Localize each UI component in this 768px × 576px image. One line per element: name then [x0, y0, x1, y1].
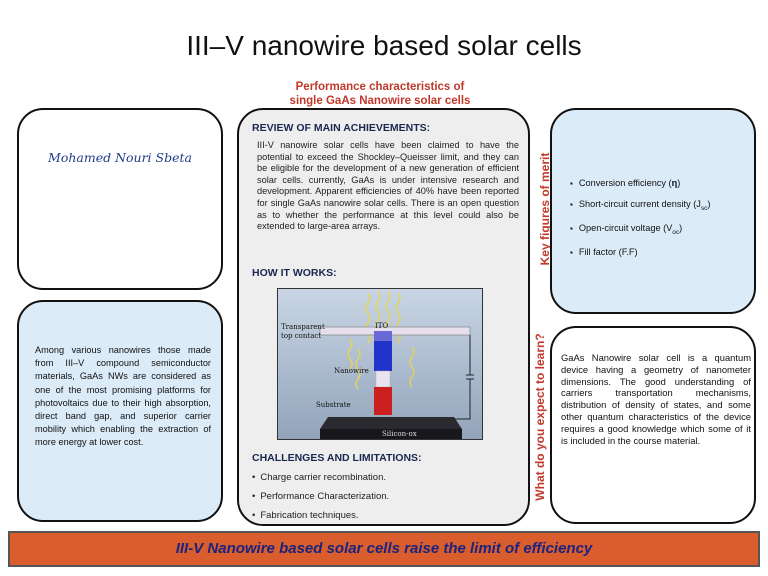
merit-subscript: oc: [672, 228, 680, 236]
nanowire-n-region: [374, 341, 392, 371]
list-item: Open-circuit voltage (Voc): [570, 223, 710, 236]
intro-panel: Among various nanowires those made from …: [17, 300, 223, 522]
merit-close: ): [679, 222, 683, 233]
page-title: III–V nanowire based solar cells: [186, 30, 582, 61]
review-heading: REVIEW OF MAIN ACHIEVEMENTS:: [252, 122, 431, 134]
review-text: III-V nanowire solar cells have been cla…: [257, 140, 519, 232]
merit-text: Conversion efficiency (: [578, 178, 672, 188]
list-item: Performance Characterization.: [252, 491, 522, 502]
silicon-label: Silicon-ox: [382, 430, 417, 438]
nanowire-label: Nanowire: [334, 367, 369, 375]
ito-cap: [374, 331, 392, 341]
list-item: Fabrication techniques.: [252, 510, 522, 521]
challenges-heading: CHALLENGES AND LIMITATIONS:: [252, 452, 422, 464]
merit-close: ): [707, 199, 711, 209]
silicon-base: [320, 429, 462, 439]
contact-label: Transparent top contact: [281, 323, 325, 340]
learn-side-label: What do you expect to learn?: [533, 333, 547, 501]
merit-symbol: η: [671, 178, 678, 188]
challenges-list: Charge carrier recombination. Performanc…: [252, 472, 522, 529]
merit-list: Conversion efficiency (η) Short-circuit …: [570, 178, 711, 268]
substrate-label: Substrate: [316, 401, 351, 409]
merit-panel: Conversion efficiency (η) Short-circuit …: [550, 108, 756, 314]
learn-text: GaAs Nanowire solar cell is a quantum de…: [561, 352, 751, 446]
merit-subscript: sc: [700, 204, 708, 212]
list-item: Short-circuit current density (Jsc): [570, 199, 711, 212]
learn-panel: GaAs Nanowire solar cell is a quantum de…: [550, 326, 756, 524]
list-item: Fill factor (F.F): [570, 247, 710, 257]
subtitle-line-1: Performance characteristics of: [295, 81, 465, 93]
main-content-panel: REVIEW OF MAIN ACHIEVEMENTS: III-V nanow…: [237, 108, 530, 526]
center-subtitle: Performance characteristics of single Ga…: [230, 80, 530, 108]
nanowire-device-diagram: [319, 290, 474, 439]
merit-text: Short-circuit current density (J: [578, 199, 701, 209]
top-contact-bar: [319, 326, 471, 336]
circuit-wire: [448, 335, 474, 420]
bottom-banner: III-V Nanowire based solar cells raise t…: [8, 531, 760, 567]
author-panel: Mohamed Nouri Sbeta: [17, 108, 223, 290]
list-item: Conversion efficiency (η): [570, 178, 710, 188]
intro-text: Among various nanowires those made from …: [35, 345, 211, 448]
substrate-block: [320, 417, 462, 429]
how-heading: HOW IT WORKS:: [252, 267, 337, 279]
subtitle-line-2: single GaAs Nanowire solar cells: [289, 95, 471, 107]
nanowire-p-region: [374, 387, 392, 415]
author-name: Mohamed Nouri Sbeta: [48, 150, 192, 165]
merit-text: Open-circuit voltage (V: [578, 222, 673, 233]
nanowire-device-figure: Transparent top contact ITO Nanowire Sub…: [277, 288, 483, 440]
nanowire-i-region: [375, 370, 391, 388]
merit-text: Fill factor (F.F): [578, 246, 638, 257]
merit-close: ): [677, 178, 681, 188]
list-item: Charge carrier recombination.: [252, 472, 522, 483]
ito-label: ITO: [375, 322, 389, 330]
